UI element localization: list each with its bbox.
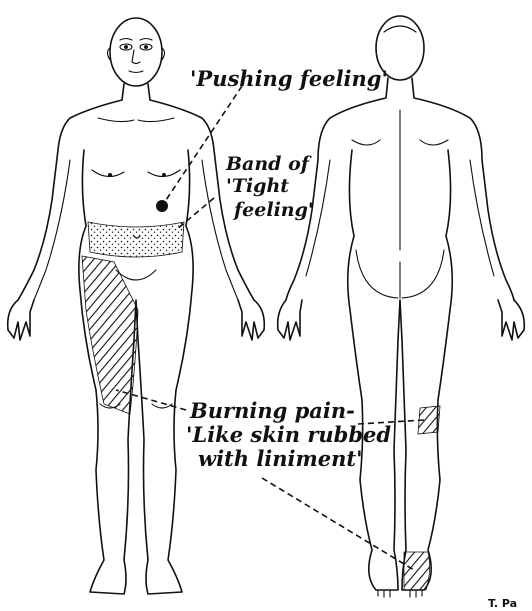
label-burning-line2: 'Like skin rubbed xyxy=(186,422,391,447)
label-burning-pain: Burning pain- 'Like skin rubbed with lin… xyxy=(186,398,391,471)
front-head xyxy=(110,18,162,86)
label-burning-line1: Burning pain- xyxy=(189,398,355,423)
burning-pain-front-thigh xyxy=(82,256,138,414)
label-band-tight: Band of 'Tight feeling' xyxy=(225,153,314,221)
label-band-line1: Band of xyxy=(225,153,312,175)
front-left-hand xyxy=(8,300,34,340)
front-right-hand xyxy=(238,300,264,340)
label-band-line3: feeling' xyxy=(232,199,314,221)
label-band-line2: 'Tight xyxy=(226,175,289,197)
leader-burning-foot xyxy=(262,478,414,570)
artist-signature: T. Pa xyxy=(488,597,517,610)
back-left-hand xyxy=(278,300,302,340)
front-figure xyxy=(8,18,265,594)
leader-band xyxy=(176,198,214,230)
label-burning-line3: with liniment' xyxy=(198,446,363,471)
front-face xyxy=(120,39,152,73)
burning-pain-foot xyxy=(404,552,430,590)
back-right-hand xyxy=(498,300,524,340)
tight-band-region xyxy=(88,222,184,257)
label-pushing-feeling: 'Pushing feeling' xyxy=(190,66,388,91)
front-torso-outline xyxy=(18,84,254,300)
